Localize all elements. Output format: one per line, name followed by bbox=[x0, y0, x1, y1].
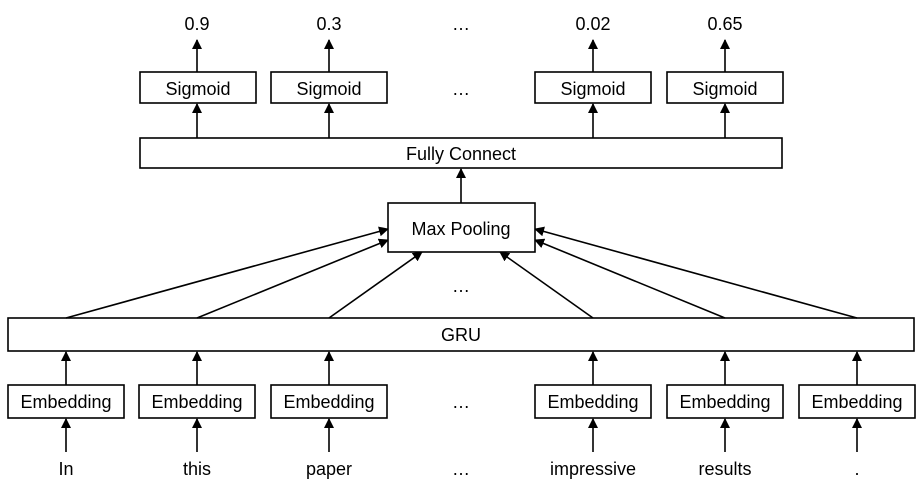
sigmoid-label: Sigmoid bbox=[560, 79, 625, 99]
embedding-label: Embedding bbox=[151, 392, 242, 412]
embedding-label: Embedding bbox=[679, 392, 770, 412]
embedding-box-2: Embedding bbox=[138, 384, 256, 419]
sigmoid-label: Sigmoid bbox=[692, 79, 757, 99]
output-value-4: 0.02 bbox=[575, 14, 610, 34]
arrow-gru-maxpool-1 bbox=[65, 226, 389, 319]
token-paper: paper bbox=[306, 459, 352, 479]
embedding-label: Embedding bbox=[20, 392, 111, 412]
token-in: In bbox=[58, 459, 73, 479]
token-results: results bbox=[698, 459, 751, 479]
sigmoid-label: Sigmoid bbox=[165, 79, 230, 99]
sigmoid-box-2: Sigmoid bbox=[270, 71, 388, 104]
output-value-1: 0.9 bbox=[184, 14, 209, 34]
token-period: . bbox=[854, 459, 859, 479]
token-this: this bbox=[183, 459, 211, 479]
embedding-box-6: Embedding bbox=[666, 384, 784, 419]
embedding-label: Embedding bbox=[283, 392, 374, 412]
embedding-box-7: Embedding bbox=[798, 384, 916, 419]
embedding-box-5: Embedding bbox=[534, 384, 652, 419]
sigmoid-ellipsis: … bbox=[452, 79, 470, 99]
embedding-label: Embedding bbox=[547, 392, 638, 412]
fully-connect-layer: Fully Connect bbox=[139, 137, 783, 169]
sigmoid-box-1: Sigmoid bbox=[139, 71, 257, 104]
output-ellipsis: … bbox=[452, 14, 470, 34]
output-value-5: 0.65 bbox=[707, 14, 742, 34]
gru-ellipsis: … bbox=[452, 276, 470, 296]
sigmoid-box-5: Sigmoid bbox=[666, 71, 784, 104]
max-pooling-label: Max Pooling bbox=[411, 219, 510, 239]
embedding-label: Embedding bbox=[811, 392, 902, 412]
token-impressive: impressive bbox=[550, 459, 636, 479]
max-pooling-box: Max Pooling bbox=[387, 202, 536, 253]
sigmoid-box-4: Sigmoid bbox=[534, 71, 652, 104]
gru-layer: GRU bbox=[7, 317, 915, 352]
output-value-2: 0.3 bbox=[316, 14, 341, 34]
arrow-gru-maxpool-7 bbox=[534, 226, 858, 319]
fully-connect-label: Fully Connect bbox=[406, 144, 516, 164]
embedding-box-3: Embedding bbox=[270, 384, 388, 419]
arrow-gru-maxpool-2 bbox=[196, 238, 389, 319]
arrow-gru-maxpool-3 bbox=[328, 251, 423, 319]
token-ellipsis: … bbox=[452, 459, 470, 479]
arrow-gru-maxpool-6 bbox=[534, 238, 726, 319]
embedding-box-1: Embedding bbox=[7, 384, 125, 419]
gru-label: GRU bbox=[441, 325, 481, 345]
sigmoid-label: Sigmoid bbox=[296, 79, 361, 99]
embedding-ellipsis: … bbox=[452, 392, 470, 412]
arrow-gru-maxpool-5 bbox=[499, 251, 594, 319]
